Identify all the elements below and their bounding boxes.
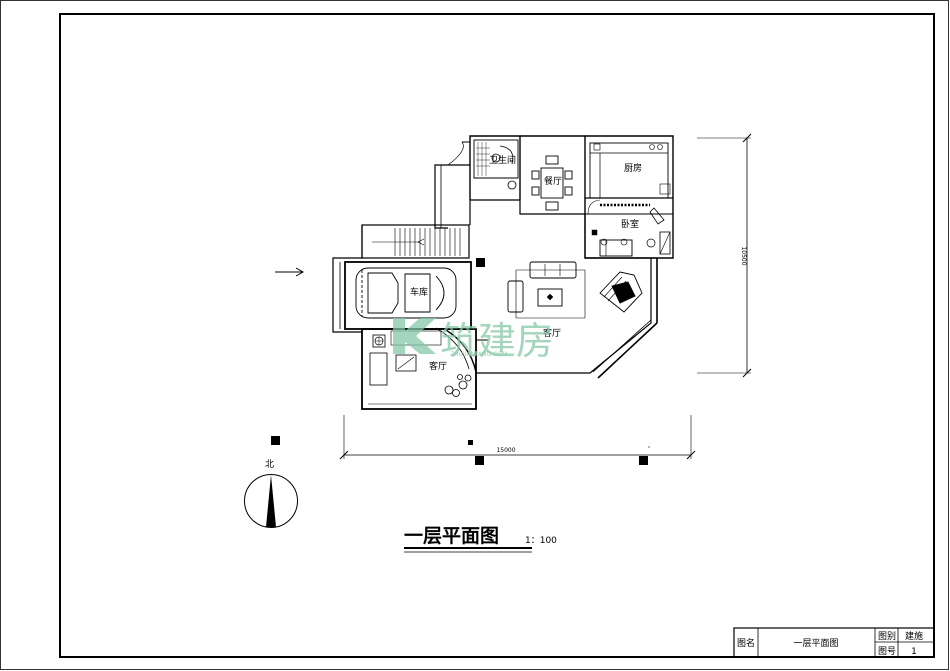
title-block-number-label: 图号 [878,646,896,657]
tile-pattern [476,142,490,176]
dimension-depth: 10500 [740,246,747,265]
drawing-title: 一层平面图 [404,525,499,547]
title-block-category-value: 建施 [905,630,923,642]
watermark-text: 筑建房 [440,319,554,363]
title-block-category-label: 图别 [878,631,896,642]
north-arrow-needle [266,475,276,527]
room-label-garage: 车库 [410,286,428,298]
title-block-name-value: 一层平面图 [793,638,838,649]
stair-treads [372,228,461,256]
north-arrow: 北 [244,459,298,528]
watermark-logo [393,318,436,354]
title-block-number-value: 1 [911,647,917,657]
north-label: 北 [265,459,274,470]
dining-table-set [531,155,573,211]
floor-plan [271,133,752,465]
north-arrow-circle [244,474,298,528]
room-label-living-side: 客厅 [429,360,447,372]
piano-symbol [599,271,643,313]
drawing-scale: 1：100 [525,536,557,546]
room-label-bathroom: 卫生间 [489,154,516,166]
drawing-frame [59,13,935,658]
room-label-living-main: 客厅 [543,327,561,339]
plant-symbols [444,374,472,397]
drawing-title-block: 一层平面图 1：100 [404,525,557,553]
room-label-kitchen: 厨房 [624,162,642,174]
room-label-dining: 餐厅 [544,175,562,187]
watermark-url: ZHUJIANFANG.COM [450,351,507,358]
title-block-name-label: 图名 [737,637,755,649]
car-symbol [355,267,457,319]
watermark: 筑建房 ZHUJIANFANG.COM [393,318,554,363]
room-label-bedroom: 卧室 [621,218,639,230]
dimension-width: 15000 [496,447,515,454]
sheet-title-block: 图名 一层平面图 图别 建施 图号 1 [733,627,935,658]
